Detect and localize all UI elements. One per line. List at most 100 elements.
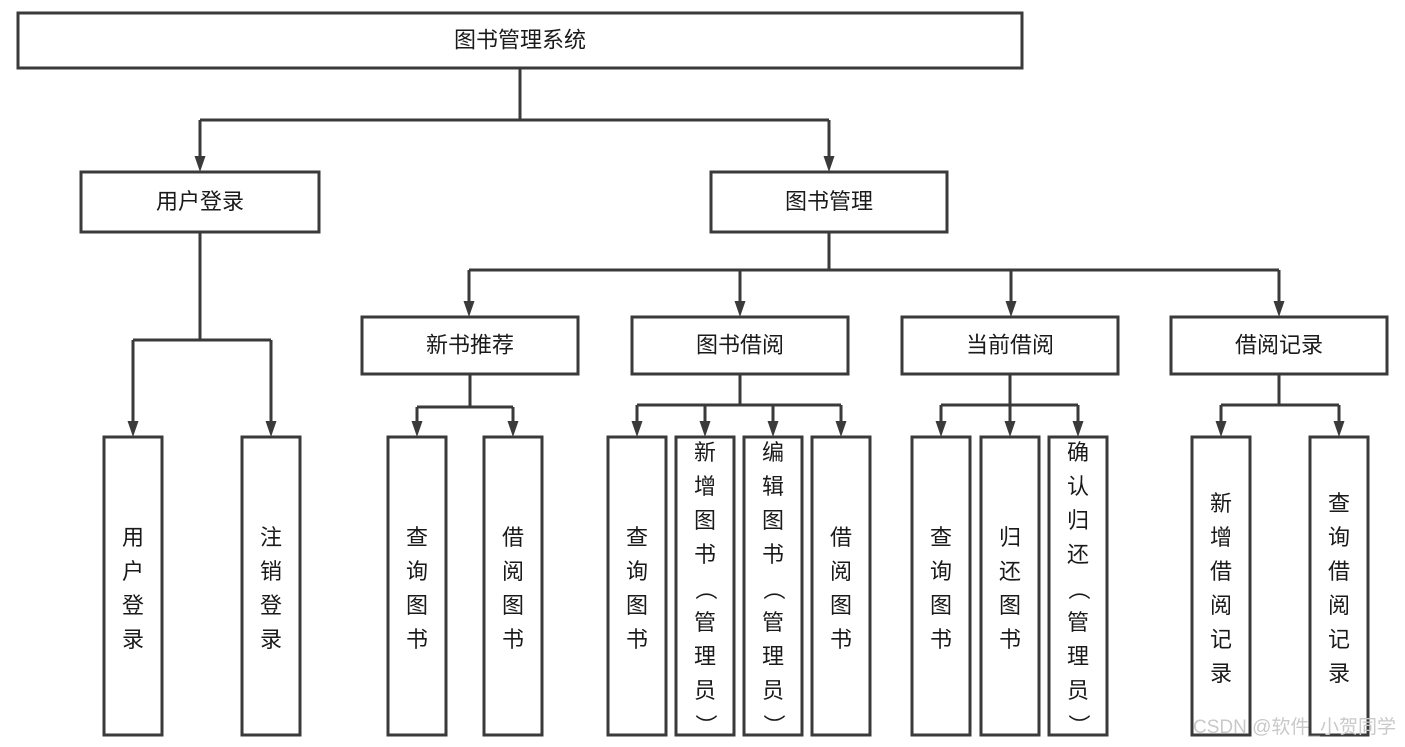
arrow-head-icon <box>699 421 711 437</box>
node-label-char: 查 <box>1328 491 1350 516</box>
node-box[interactable] <box>1308 435 1370 737</box>
node-label-char: 辑 <box>762 474 784 499</box>
connector-currentborrow-to-leaves <box>935 374 1084 437</box>
node-label-char: 销 <box>260 559 282 584</box>
node-box[interactable] <box>1047 435 1109 737</box>
node-current-borrow[interactable]: 当前借阅 <box>900 315 1120 376</box>
arrow-head-icon <box>1004 421 1016 437</box>
node-label-char: （ <box>761 578 786 600</box>
arrow-head-icon <box>631 421 643 437</box>
node-label-char: 书 <box>999 627 1021 652</box>
arrow-head-icon <box>507 421 519 437</box>
node-box[interactable] <box>16 11 1024 70</box>
node-label: 借阅记录 <box>1235 332 1323 357</box>
node-label-char: 录 <box>122 627 144 652</box>
node-label-char: ） <box>761 714 786 736</box>
node-box[interactable] <box>630 315 850 376</box>
node-label-char: 理 <box>694 644 716 669</box>
node-label: 用户登录 <box>156 189 244 214</box>
arrow-head-icon <box>823 156 835 172</box>
node-label-char: 员 <box>1067 678 1089 703</box>
node-label-char: 阅 <box>830 559 852 584</box>
node-label-char: 图 <box>502 593 524 618</box>
node-box[interactable] <box>910 435 972 737</box>
node-label: 图书管理系统 <box>454 27 586 52</box>
node-label-char: 管 <box>762 610 784 635</box>
node-label-char: 借 <box>830 525 852 550</box>
node-label-char: 录 <box>1210 661 1232 686</box>
node-label-char: 书 <box>502 627 524 652</box>
arrow-head-icon <box>1273 301 1285 317</box>
node-label-char: 增 <box>694 474 716 499</box>
node-box[interactable] <box>79 170 321 234</box>
node-box[interactable] <box>240 435 302 737</box>
node-box[interactable] <box>674 435 736 737</box>
node-leaf-user-login[interactable]: 用户登录 <box>102 435 164 737</box>
connector-bookmanage-to-level2 <box>463 232 1285 317</box>
node-box[interactable] <box>606 435 668 737</box>
node-label-char: 管 <box>694 610 716 635</box>
node-label-char: 图 <box>999 593 1021 618</box>
node-box[interactable] <box>979 435 1041 737</box>
node-label-char: 询 <box>406 559 428 584</box>
node-label-char: 员 <box>694 678 716 703</box>
node-label-char: 图 <box>930 593 952 618</box>
arrow-head-icon <box>127 421 139 437</box>
node-box[interactable] <box>742 435 804 737</box>
node-label-char: 图 <box>762 508 784 533</box>
node-new-book-rec[interactable]: 新书推荐 <box>360 315 580 376</box>
node-label-char: 注 <box>260 525 282 550</box>
node-label-char: 图 <box>694 508 716 533</box>
connector-root-to-level1 <box>194 68 835 172</box>
node-label-char: 新 <box>1210 491 1232 516</box>
node-label-char: 管 <box>1067 610 1089 635</box>
node-label-char: ） <box>693 714 718 736</box>
arrow-head-icon <box>1333 421 1345 437</box>
node-label-char: 书 <box>762 542 784 567</box>
node-label-char: 借 <box>502 525 524 550</box>
node-borrow-record[interactable]: 借阅记录 <box>1169 315 1389 376</box>
connector-userlogin-to-leaves <box>127 232 277 437</box>
node-box[interactable] <box>386 435 448 737</box>
node-box[interactable] <box>1169 315 1389 376</box>
node-box[interactable] <box>1190 435 1252 737</box>
node-label-char: 询 <box>626 559 648 584</box>
node-label-char: 借 <box>1210 559 1232 584</box>
node-root[interactable]: 图书管理系统 <box>16 11 1024 70</box>
node-label: 图书管理 <box>785 189 873 214</box>
arrow-head-icon <box>835 421 847 437</box>
node-label-char: 归 <box>1067 508 1089 533</box>
node-book-borrow[interactable]: 图书借阅 <box>630 315 850 376</box>
node-box[interactable] <box>810 435 872 737</box>
node-label-char: 确 <box>1067 440 1089 465</box>
node-box[interactable] <box>482 435 544 737</box>
node-label-char: 登 <box>122 593 144 618</box>
node-label-char: 询 <box>930 559 952 584</box>
node-box[interactable] <box>709 170 949 234</box>
node-book-manage[interactable]: 图书管理 <box>709 170 949 234</box>
node-box[interactable] <box>102 435 164 737</box>
node-label-char: ） <box>1066 714 1091 736</box>
node-label-char: 阅 <box>1328 593 1350 618</box>
arrow-head-icon <box>767 421 779 437</box>
node-box[interactable] <box>900 315 1120 376</box>
node-label-char: 增 <box>1210 525 1232 550</box>
connector-newbookrec-to-leaves <box>411 374 519 437</box>
node-box[interactable] <box>360 315 580 376</box>
node-user-login[interactable]: 用户登录 <box>79 170 321 234</box>
node-label-char: 户 <box>122 559 144 584</box>
node-label-char: 询 <box>1328 525 1350 550</box>
node-label-char: 查 <box>930 525 952 550</box>
